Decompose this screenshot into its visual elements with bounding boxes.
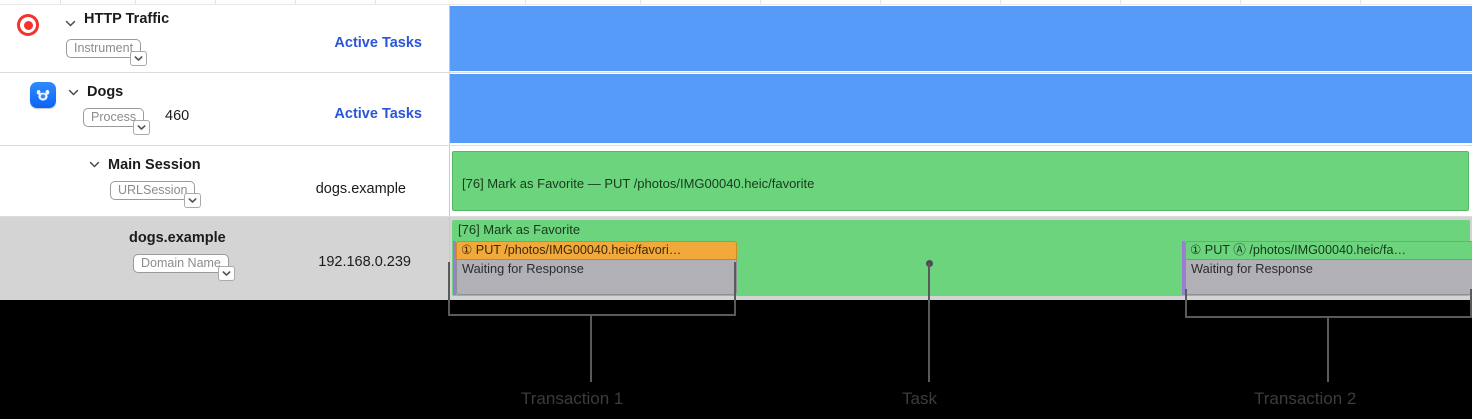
chevron-down-icon[interactable] [65,18,76,29]
chevron-down-icon[interactable] [89,159,100,170]
instrument-token[interactable]: Instrument [66,39,148,66]
timeline-ruler[interactable] [0,0,1472,5]
callout-label: Transaction 1 [521,389,624,408]
lane-legend-active-tasks: Active Tasks [334,35,422,51]
instruments-track-pane: HTTP Traffic Instrument Active Tasks [0,0,1472,300]
task-span-label: [76] Mark as Favorite [458,222,581,237]
ip-address-value: 192.168.0.239 [318,254,411,270]
callout-stem [1327,316,1329,382]
lane-legend-active-tasks: Active Tasks [334,106,422,122]
track-row-dogs[interactable]: Dogs Process 460 Active Tasks [0,73,1472,146]
callout-stem [928,263,930,382]
ruler-tick [295,0,296,5]
track-row-dogs-example[interactable]: dogs.example Domain Name 192.168.0.239 [… [0,217,1472,300]
track-title: dogs.example [129,230,226,246]
process-id-value: 460 [165,108,190,124]
track-title: Dogs [87,84,124,100]
track-gutter: Dogs Process 460 Active Tasks [0,73,450,145]
ruler-tick [60,0,61,5]
task-bar-label: [76] Mark as Favorite — PUT /photos/IMG0… [462,176,815,191]
callout-edge-left [1185,289,1187,318]
track-title: Main Session [108,157,201,173]
callout-stem [590,314,592,382]
transaction-1-header[interactable]: ① PUT /photos/IMG00040.heic/favori… [456,241,737,260]
session-host-value: dogs.example [315,181,406,197]
ruler-tick [880,0,881,5]
active-tasks-bar[interactable] [450,74,1472,143]
dogs-app-icon [30,82,56,108]
domain-name-token-label: Domain Name [133,254,229,273]
transaction-1-state[interactable]: Waiting for Response [456,259,737,295]
ruler-tick [760,0,761,5]
domain-name-token[interactable]: Domain Name [133,254,235,281]
instrument-token-label: Instrument [66,39,142,58]
track-row-main-session[interactable]: Main Session URLSession dogs.example [76… [0,146,1472,217]
chevron-down-icon[interactable] [130,51,148,66]
chevron-down-icon[interactable] [217,266,235,281]
callout-label: Task [902,389,937,408]
chevron-down-icon[interactable] [68,87,79,98]
ruler-tick [215,0,216,5]
transaction-1-block[interactable]: ① PUT /photos/IMG00040.heic/favori… Wait… [453,241,737,295]
transaction-2-block[interactable]: ① PUT Ⓐ /photos/IMG00040.heic/fa… Waitin… [1182,241,1472,295]
process-token[interactable]: Process [83,108,151,135]
callout-edge-right [1470,289,1472,318]
ruler-tick [1240,0,1241,5]
ruler-tick [640,0,641,5]
paw-glyph-icon [30,82,56,108]
track-lane[interactable] [450,73,1472,145]
transaction-2-state[interactable]: Waiting for Response [1185,259,1472,295]
active-tasks-bar[interactable] [450,6,1472,71]
ruler-tick [1120,0,1121,5]
callout-crossbar [448,314,736,316]
track-gutter: dogs.example Domain Name 192.168.0.239 [0,217,450,300]
track-row-http-traffic[interactable]: HTTP Traffic Instrument Active Tasks [0,5,1472,73]
callout-edge-left [448,262,450,316]
ruler-tick [525,0,526,5]
urlsession-token-label: URLSession [110,181,196,200]
ruler-tick [375,0,376,5]
ruler-tick [135,0,136,5]
urlsession-token[interactable]: URLSession [110,181,202,208]
track-gutter: Main Session URLSession dogs.example [0,146,450,216]
chevron-down-icon[interactable] [133,120,151,135]
task-bar[interactable] [452,151,1469,211]
track-lane[interactable] [450,5,1472,72]
track-title: HTTP Traffic [84,11,170,27]
chevron-down-icon[interactable] [184,193,202,208]
callout-label: Transaction 2 [1254,389,1357,408]
transaction-start-marker [1182,241,1185,295]
track-gutter: HTTP Traffic Instrument Active Tasks [0,5,450,72]
ruler-tick [1360,0,1361,5]
process-token-label: Process [83,108,145,127]
track-lane[interactable]: [76] Mark as Favorite — PUT /photos/IMG0… [450,146,1472,216]
transaction-2-header[interactable]: ① PUT Ⓐ /photos/IMG00040.heic/fa… [1185,241,1472,260]
ruler-tick [1000,0,1001,5]
callout-edge-right [734,262,736,316]
transaction-start-marker [453,241,456,295]
record-instrument-icon [17,14,39,36]
track-lane[interactable]: [76] Mark as Favorite ① PUT /photos/IMG0… [450,217,1472,300]
